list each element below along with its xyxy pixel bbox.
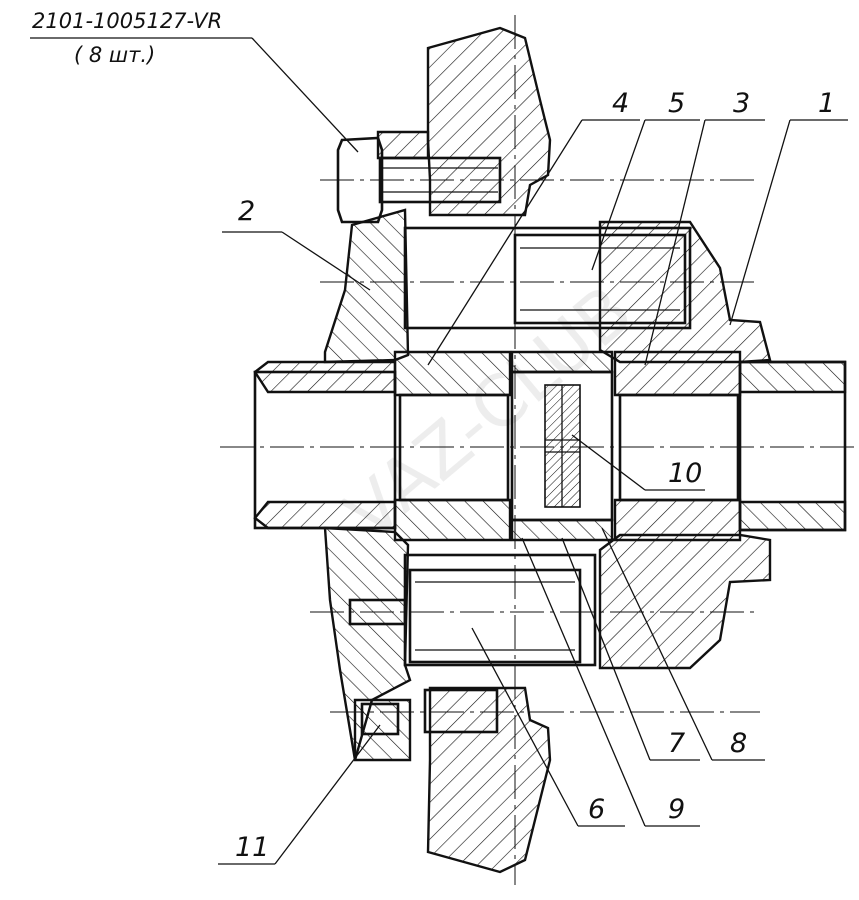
callout-7: 7	[561, 537, 700, 761]
part-11-plug	[360, 702, 400, 736]
left-hub-lower	[253, 500, 397, 530]
quantity-label: ( 8 шт.)	[74, 43, 155, 67]
sleeve-4-lower	[393, 498, 512, 542]
sleeve-3-lower	[613, 498, 742, 542]
svg-text:6: 6	[588, 794, 605, 825]
callout-1: 1	[729, 88, 848, 326]
callout-6: 6	[471, 627, 625, 827]
lower-pin-bore	[403, 553, 597, 667]
upper-pin-bore	[403, 226, 692, 330]
callout-11: 11	[218, 724, 381, 865]
center-bushing-outline	[510, 370, 614, 522]
svg-text:2: 2	[238, 196, 255, 227]
pin-6	[408, 568, 582, 664]
svg-text:4: 4	[612, 88, 629, 119]
sleeve-4-upper	[393, 350, 512, 397]
callout-5: 5	[591, 88, 700, 271]
svg-text:1: 1	[818, 88, 835, 119]
sleeve-3-upper	[613, 350, 742, 397]
callout-10: 10	[571, 434, 705, 491]
callout-3: 3	[644, 88, 765, 366]
lower-bolt-shank	[423, 688, 499, 734]
flywheel-lower	[426, 686, 552, 874]
svg-text:9: 9	[668, 794, 685, 825]
svg-text:3: 3	[733, 88, 750, 119]
right-hub-upper	[738, 360, 847, 394]
svg-text:11: 11	[235, 832, 269, 863]
lower-plug-housing	[353, 698, 412, 762]
left-hub-upper	[253, 360, 397, 394]
callout-9: 9	[521, 537, 700, 827]
flywheel-upper	[426, 26, 552, 217]
svg-text:7: 7	[668, 728, 685, 759]
callout-4: 4	[427, 88, 640, 366]
center-bushing-upper	[510, 350, 614, 374]
right-hub-lower	[738, 500, 847, 532]
center-bushing-lower	[510, 518, 614, 542]
callout-8: 8	[601, 527, 765, 761]
left-hub-outline	[253, 370, 397, 530]
left-flange-upper	[323, 208, 410, 364]
part-number-label: 2101-1005127-VR	[32, 9, 222, 33]
right-hub-outline	[738, 360, 847, 532]
svg-text:10: 10	[668, 458, 702, 489]
svg-text:5: 5	[668, 88, 685, 119]
svg-text:8: 8	[730, 728, 747, 759]
right-housing-lower	[598, 533, 772, 670]
callout-2: 2	[222, 196, 371, 291]
upper-washer	[376, 130, 430, 160]
